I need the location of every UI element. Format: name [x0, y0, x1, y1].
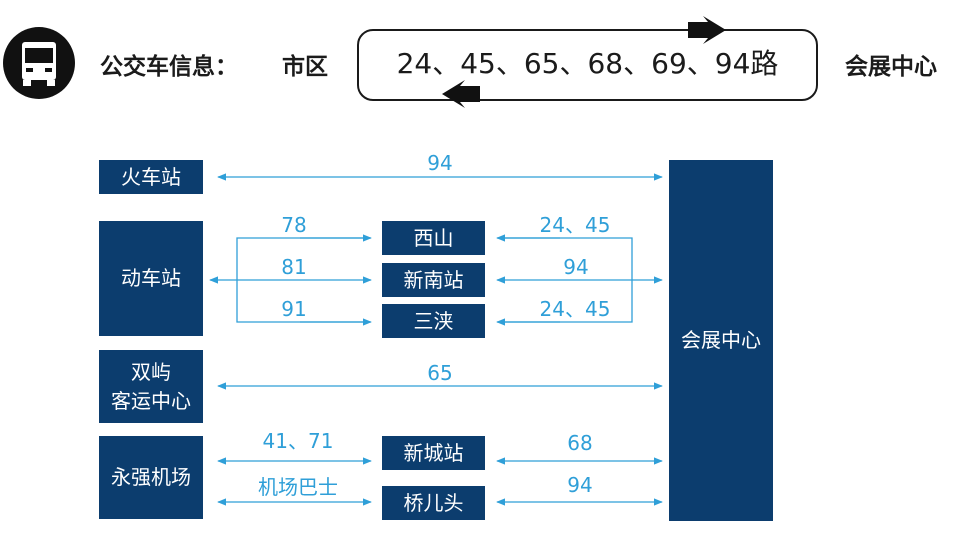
hub-label: 会展中心 [681, 328, 761, 352]
station-train-label: 火车站 [121, 164, 181, 189]
route-xincheng-hub: 68 [567, 431, 593, 455]
route-airport-xincheng: 41、71 [262, 429, 334, 453]
station-shuangyu-line1: 双屿 [131, 359, 171, 384]
header-from: 市区 [282, 54, 328, 80]
route-xinnan-hub: 94 [563, 255, 589, 279]
route-xishan-hub: 24、45 [539, 213, 611, 237]
hub-convention-center: 会展中心 [669, 160, 773, 521]
transfer-xinnan: 新南站 [382, 263, 485, 297]
station-shuangyu: 双屿 客运中心 [99, 350, 203, 423]
transfer-xishan-label: 西山 [413, 225, 454, 250]
station-shuangyu-line2: 客运中心 [111, 388, 191, 413]
route-bullet-xishan: 78 [281, 213, 307, 237]
header-title: 公交车信息： [100, 54, 238, 80]
header-to: 会展中心 [845, 54, 937, 80]
route-qiaoertou-hub: 94 [567, 473, 593, 497]
route-train-hub: 94 [427, 151, 453, 175]
bus-icon [22, 42, 56, 86]
station-bullet-train-label: 动车站 [121, 266, 181, 290]
route-bullet-xinnan: 81 [281, 255, 307, 279]
bus-badge [3, 27, 75, 99]
transfer-sanjia: 三浃 [382, 304, 485, 338]
routes-box [357, 29, 818, 101]
transfer-sanjia-label: 三浃 [413, 308, 454, 333]
arrow-right-icon [688, 16, 726, 44]
routes-text: 24、45、65、68、69、94路 [396, 47, 779, 80]
station-airport: 永强机场 [99, 436, 203, 519]
transfer-xincheng-label: 新城站 [403, 440, 464, 465]
route-sanjia-hub: 24、45 [539, 297, 611, 321]
transfer-qiaoertou: 桥儿头 [382, 486, 485, 520]
transfer-xinnan-label: 新南站 [403, 267, 464, 292]
transfer-qiaoertou-label: 桥儿头 [403, 490, 464, 515]
station-bullet-train: 动车站 [99, 221, 203, 336]
route-shuangyu-hub: 65 [427, 361, 453, 385]
transfer-xincheng: 新城站 [382, 436, 485, 470]
arrow-left-icon [442, 80, 480, 108]
station-airport-label: 永强机场 [111, 465, 191, 489]
route-airport-qiaoertou: 机场巴士 [258, 475, 338, 499]
transfer-xishan: 西山 [382, 221, 485, 255]
station-train: 火车站 [99, 160, 203, 194]
route-bullet-sanjia: 91 [281, 297, 307, 321]
